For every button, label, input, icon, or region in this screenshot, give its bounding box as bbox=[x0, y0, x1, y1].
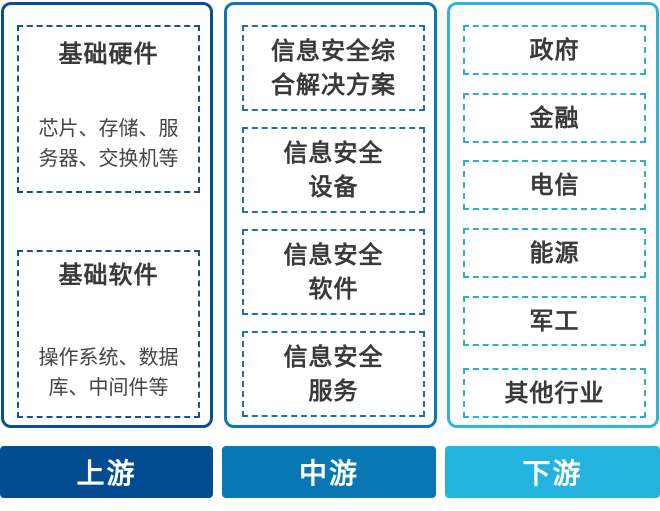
basic-software-desc-line2: 库、中间件等 bbox=[48, 375, 169, 399]
industry-other: 其他行业 bbox=[463, 368, 646, 418]
industry-label: 军工 bbox=[529, 307, 580, 335]
security-service-box: 信息安全 服务 bbox=[242, 331, 425, 417]
industry-label: 金融 bbox=[529, 104, 580, 132]
downstream-label: 下游 bbox=[445, 446, 660, 498]
integrated-solution-box: 信息安全综 合解决方案 bbox=[242, 25, 425, 111]
industry-label: 电信 bbox=[529, 171, 580, 199]
industry-finance: 金融 bbox=[463, 93, 646, 143]
industry-label: 能源 bbox=[529, 239, 580, 267]
industry-label: 其他行业 bbox=[504, 379, 605, 407]
industry-energy: 能源 bbox=[463, 228, 646, 278]
basic-software-desc-line1: 操作系统、数据 bbox=[38, 345, 179, 369]
downstream-panel: 政府 金融 电信 能源 军工 其他行业 bbox=[447, 2, 659, 428]
basic-hardware-title: 基础硬件 bbox=[58, 40, 159, 68]
integrated-solution-line2: 合解决方案 bbox=[271, 71, 396, 99]
basic-hardware-box: 基础硬件 芯片、存储、服 务器、交换机等 bbox=[17, 25, 200, 193]
industry-government: 政府 bbox=[463, 25, 646, 75]
security-software-box: 信息安全 软件 bbox=[242, 229, 425, 315]
security-equipment-box: 信息安全 设备 bbox=[242, 127, 425, 213]
security-service-line1: 信息安全 bbox=[283, 343, 384, 371]
midstream-label: 中游 bbox=[222, 446, 436, 498]
basic-hardware-desc-line1: 芯片、存储、服 bbox=[38, 116, 179, 140]
industry-telecom: 电信 bbox=[463, 160, 646, 210]
industry-label: 政府 bbox=[529, 36, 580, 64]
security-equipment-line1: 信息安全 bbox=[283, 139, 384, 167]
security-equipment-line2: 设备 bbox=[308, 173, 359, 201]
industry-military: 军工 bbox=[463, 296, 646, 346]
security-software-line2: 软件 bbox=[308, 275, 359, 303]
basic-software-title: 基础软件 bbox=[58, 261, 159, 289]
basic-software-box: 基础软件 操作系统、数据 库、中间件等 bbox=[17, 250, 200, 418]
upstream-label: 上游 bbox=[0, 446, 213, 498]
security-software-line1: 信息安全 bbox=[283, 241, 384, 269]
midstream-panel: 信息安全综 合解决方案 信息安全 设备 信息安全 软件 信息安全 服务 bbox=[224, 2, 437, 428]
upstream-panel: 基础硬件 芯片、存储、服 务器、交换机等 基础软件 操作系统、数据 库、中间件等 bbox=[1, 2, 213, 428]
integrated-solution-line1: 信息安全综 bbox=[271, 37, 396, 65]
security-service-line2: 服务 bbox=[308, 377, 359, 405]
basic-hardware-desc-line2: 务器、交换机等 bbox=[38, 146, 179, 170]
